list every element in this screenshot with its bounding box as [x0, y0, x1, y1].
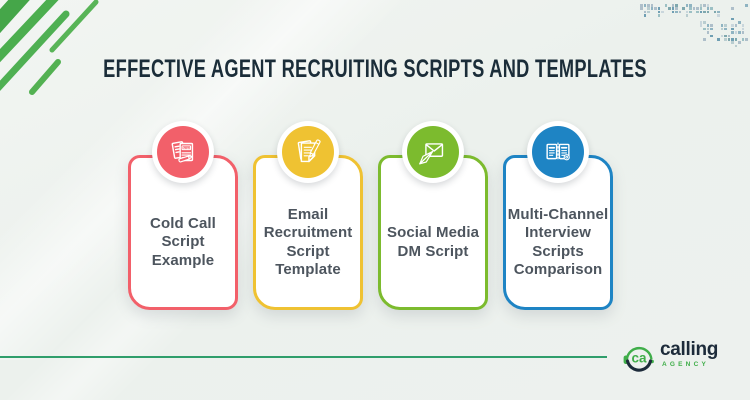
pixel-halftone-decoration: [640, 4, 750, 50]
calling-agency-logo: ca calling AGENCY: [622, 340, 718, 377]
documents-compare-icon: [546, 142, 570, 161]
card-icon-circle: Script: [157, 126, 209, 178]
logo-wordmark: calling: [660, 339, 719, 360]
logo-subtext: AGENCY: [662, 361, 710, 368]
script-document-pen-icon: Script: [171, 141, 194, 163]
logo-monogram: ca: [631, 351, 647, 366]
envelope-send-icon: [419, 143, 444, 165]
card-icon-badge: [402, 121, 464, 183]
icon-script-label: Script: [183, 146, 190, 150]
logo-text-column: calling AGENCY: [660, 339, 719, 369]
page-title: EFFECTIVE AGENT RECRUITING SCRIPTS AND T…: [103, 55, 647, 83]
document-pencil-icon: [297, 139, 321, 163]
footer-divider-line: [0, 356, 607, 358]
card-icon-circle: [407, 126, 459, 178]
card-icon-badge: [527, 121, 589, 183]
card-icon-badge: [277, 121, 339, 183]
calling-agency-logo-mark: ca: [623, 346, 654, 372]
card-icon-circle: [532, 126, 584, 178]
card-icon-circle: [282, 126, 334, 178]
green-brush-strokes-decoration: [0, 0, 99, 95]
card-icon-badge: Script: [152, 121, 214, 183]
